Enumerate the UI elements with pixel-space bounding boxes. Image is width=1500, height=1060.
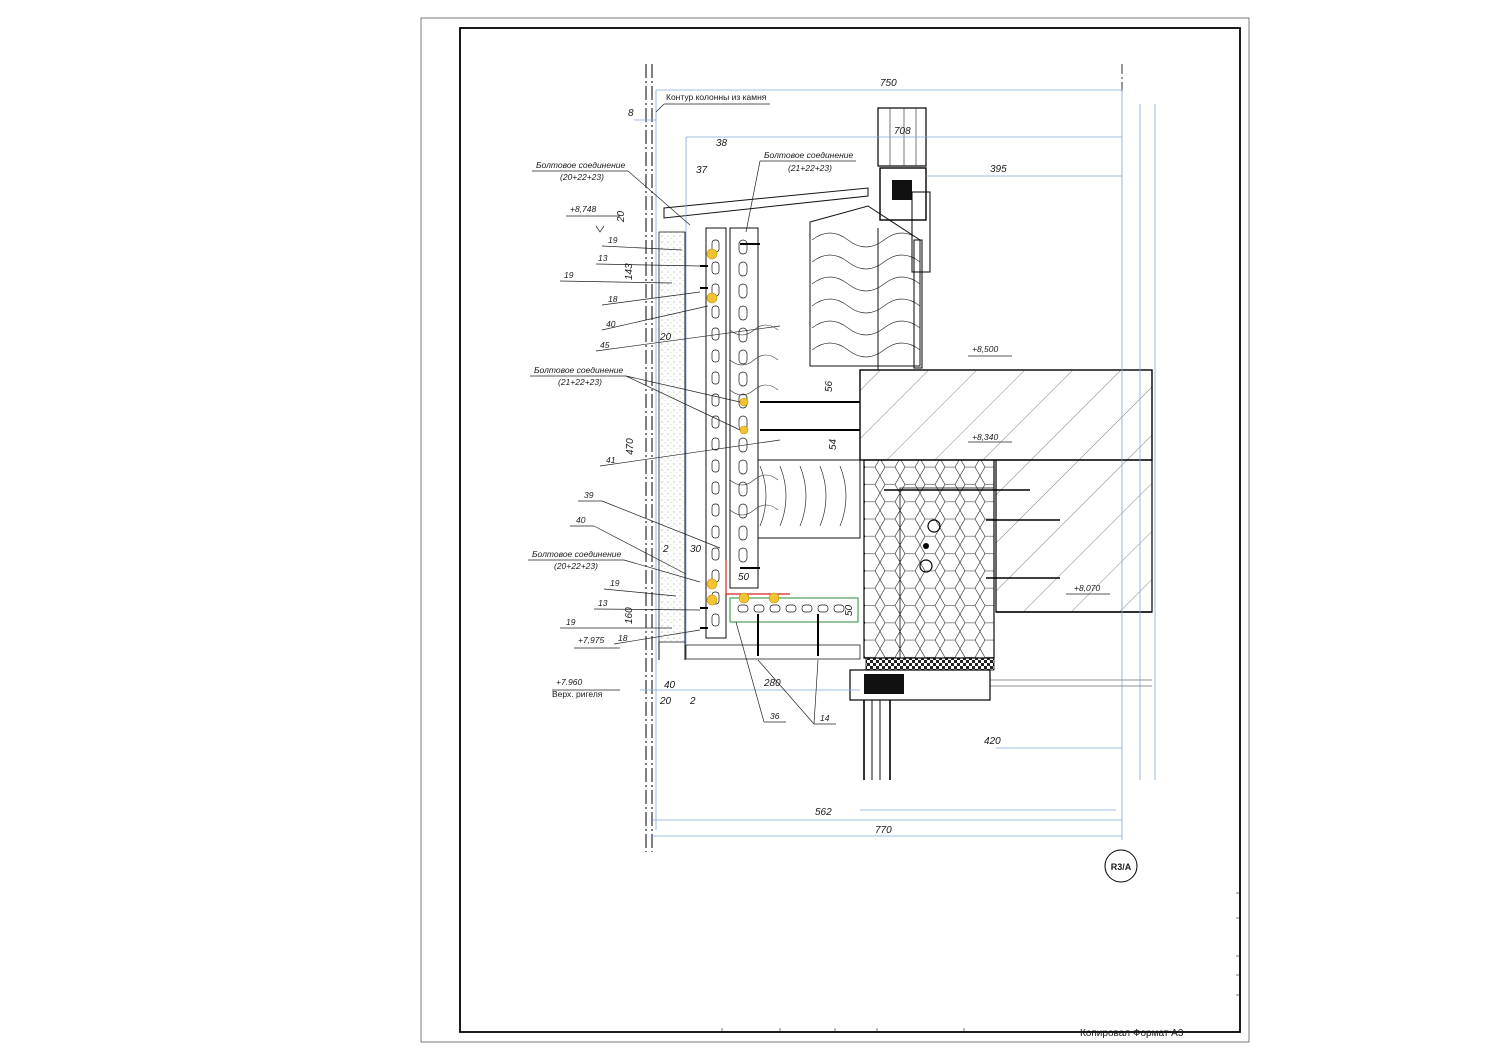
bolt-callout-2: Болтовое соединение (21+22+23)	[745, 150, 856, 233]
dim-20-bot: 20	[659, 696, 672, 707]
callout-19d: 19	[566, 617, 576, 627]
column-outline-note: Контур колонны из камня	[655, 92, 770, 113]
callout-36: 36	[770, 711, 780, 721]
bolt-callout-4: Болтовое соединение (20+22+23)	[528, 549, 701, 583]
callout-41: 41	[606, 455, 616, 465]
svg-text:Болтовое соединение: Болтовое соединение	[534, 365, 623, 375]
dim-8: 8	[628, 108, 634, 119]
callout-45: 45	[600, 340, 610, 350]
level-8748: +8,748	[570, 204, 597, 214]
anchor-bolts	[700, 243, 860, 656]
callout-18b: 18	[618, 633, 628, 643]
aerated-block-wall	[863, 459, 995, 671]
dim-37: 37	[696, 165, 708, 176]
dim-30: 30	[690, 544, 702, 555]
level-7960-note: Верх. ригеля	[552, 689, 603, 699]
callout-40b: 40	[576, 515, 586, 525]
section-reference-tag: R3/A	[1104, 849, 1138, 883]
horizontal-bracket	[725, 560, 859, 623]
svg-text:R3/A: R3/A	[1111, 862, 1132, 872]
item-callouts: 19 13 19 18 40 45 41 39 40 19 13 19 18 3…	[559, 235, 836, 725]
dim-420: 420	[984, 736, 1001, 747]
level-marks: +8,748 +8,500 +8,340 +8,070 +7,975 +7.96…	[552, 204, 1110, 699]
dim-50-b: 50	[844, 604, 855, 616]
callout-19a: 19	[608, 235, 618, 245]
column-axis-break-lines	[645, 64, 1123, 852]
level-7960: +7.960	[556, 677, 583, 687]
dimension-lines	[634, 89, 1156, 840]
dim-470: 470	[625, 438, 636, 455]
dim-750: 750	[880, 78, 897, 89]
svg-text:(21+22+23): (21+22+23)	[558, 377, 602, 387]
dim-54: 54	[828, 438, 839, 450]
dim-708: 708	[894, 126, 911, 137]
dim-280: 280	[763, 678, 781, 689]
callout-19c: 19	[610, 578, 620, 588]
callout-14: 14	[820, 713, 830, 723]
level-8070: +8,070	[1074, 583, 1101, 593]
outer-sheet-border	[420, 17, 1250, 1043]
drawing-frame	[459, 27, 1241, 1033]
svg-text:Контур колонны из камня: Контур колонны из камня	[666, 92, 767, 102]
footer-copy-note: Копировал Формат А3	[1080, 1028, 1184, 1039]
wall-anchors	[884, 489, 1060, 579]
callout-13b: 13	[598, 598, 608, 608]
window-frame-bottom	[849, 669, 1152, 780]
dim-50-a: 50	[738, 572, 750, 583]
level-8500: +8,500	[972, 344, 999, 354]
callout-13a: 13	[598, 253, 608, 263]
callout-39: 39	[584, 490, 594, 500]
concrete-slab	[859, 369, 1153, 613]
dim-20-top: 20	[616, 210, 627, 223]
dim-2-top: 2	[662, 544, 669, 555]
dim-56: 56	[824, 380, 835, 392]
dim-770: 770	[875, 825, 892, 836]
svg-text:(20+22+23): (20+22+23)	[560, 172, 604, 182]
svg-text:Болтовое соединение: Болтовое соединение	[536, 160, 625, 170]
dim-395: 395	[990, 164, 1007, 175]
dim-143: 143	[624, 263, 635, 280]
mineral-wool-insulation	[729, 205, 921, 539]
stone-cladding	[658, 187, 869, 660]
window-frame-top	[877, 107, 931, 370]
dim-562: 562	[815, 807, 832, 818]
vertical-steel-profile	[705, 227, 759, 639]
dim-40: 40	[664, 680, 676, 691]
svg-text:(20+22+23): (20+22+23)	[554, 561, 598, 571]
bolt-callout-3: Болтовое соединение (21+22+23)	[530, 365, 741, 431]
bolt-highlights	[706, 248, 780, 606]
svg-text:(21+22+23): (21+22+23)	[788, 163, 832, 173]
callout-19b: 19	[564, 270, 574, 280]
svg-text:Болтовое соединение: Болтовое соединение	[764, 150, 853, 160]
level-7975: +7,975	[578, 635, 605, 645]
bolt-callout-1: Болтовое соединение (20+22+23)	[532, 160, 691, 226]
dimension-labels: 750 708 395 8 38 37 20 143 20 470 56 54 …	[616, 78, 1007, 836]
dim-20-mid: 20	[659, 332, 672, 343]
callout-40a: 40	[606, 319, 616, 329]
callout-18a: 18	[608, 294, 618, 304]
dim-2-bot: 2	[689, 696, 696, 707]
dim-38: 38	[716, 138, 728, 149]
dim-160: 160	[624, 607, 635, 624]
svg-text:Болтовое соединение: Болтовое соединение	[532, 549, 621, 559]
level-8340: +8,340	[972, 432, 999, 442]
